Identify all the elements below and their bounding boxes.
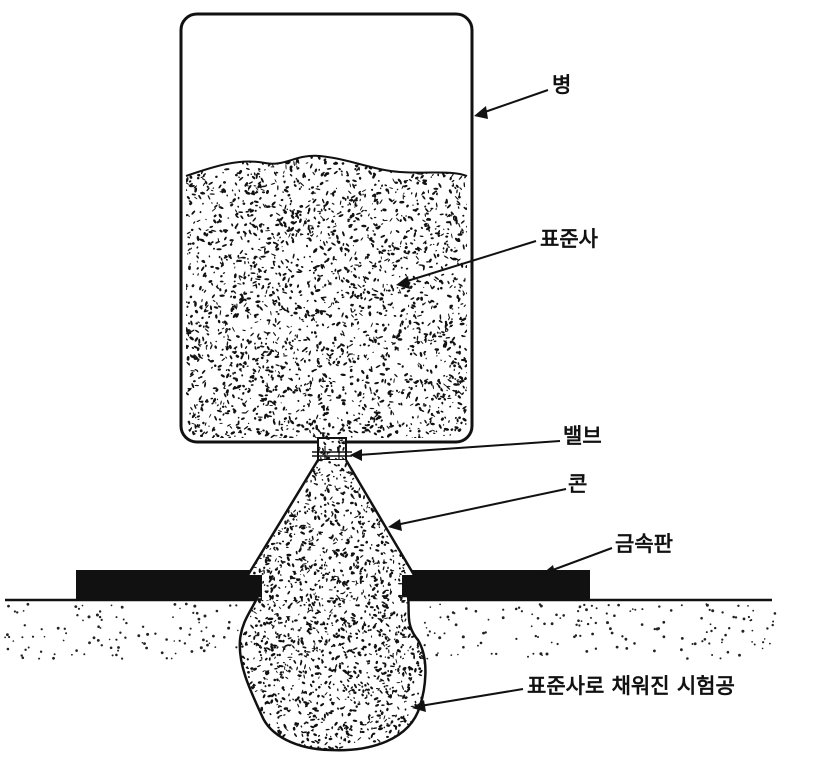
valve-neck xyxy=(312,437,352,462)
label-test-hole: 표준사로 채워진 시험공 xyxy=(527,674,735,698)
bottle-sand xyxy=(185,154,468,438)
arrowhead-standard-sand xyxy=(396,276,410,289)
label-bottle: 병 xyxy=(552,73,572,97)
arrowhead-metal-plate xyxy=(542,565,556,577)
label-valve: 밸브 xyxy=(563,424,602,448)
arrow-standard-sand xyxy=(403,240,537,283)
arrowhead-valve xyxy=(350,449,362,461)
arrow-test-hole xyxy=(419,688,524,707)
arrow-cone xyxy=(395,488,567,526)
label-metal-plate: 금속판 xyxy=(615,532,673,556)
arrowhead-test-hole xyxy=(412,700,426,712)
ground-soil-right xyxy=(423,603,777,660)
label-standard-sand: 표준사 xyxy=(540,227,598,251)
ground-soil-left xyxy=(4,602,244,660)
test-hole xyxy=(238,573,427,752)
arrowhead-bottle xyxy=(474,106,488,119)
cone xyxy=(246,459,416,576)
label-cone: 콘 xyxy=(568,472,588,496)
arrow-valve xyxy=(357,440,561,456)
arrowhead-cone xyxy=(388,519,402,531)
leader-arrows xyxy=(350,89,613,712)
arrow-bottle xyxy=(481,89,549,114)
arrow-metal-plate xyxy=(549,547,613,572)
